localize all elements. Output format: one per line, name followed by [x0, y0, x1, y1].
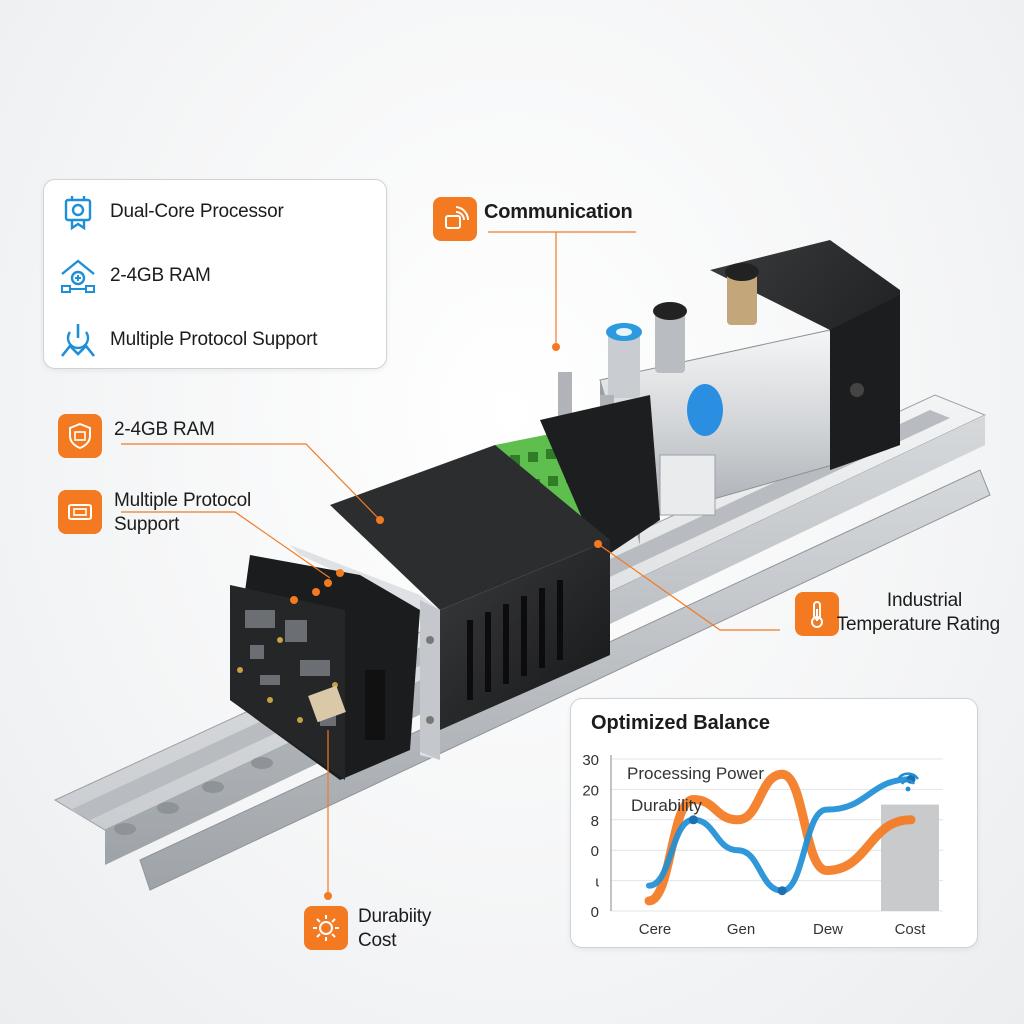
thermometer-icon [811, 601, 823, 628]
data-point [777, 886, 787, 896]
processor-icon [64, 196, 92, 231]
feature-item-processor: Dual-Core Processor [58, 192, 284, 232]
communication-label: Communication [484, 201, 633, 223]
legend-label: Processing Power [627, 764, 764, 783]
chart-title: Optimized Balance [591, 712, 770, 734]
temperature-label: Industrial Temperature Rating [822, 589, 1000, 637]
x-tick-label: Dew [813, 921, 843, 938]
durability-label: Durabiity Cost [358, 905, 431, 953]
y-tick-label: 20 [582, 782, 599, 799]
communication-badge [433, 197, 477, 241]
y-tick-label: 8 [591, 813, 599, 830]
feature-list-card: Dual-Core Processor 2-4GB RAM Multiple P… [43, 179, 387, 369]
optimized-balance-chart-card: Optimized Balance 30 20 8 0 ɩ 0 Processing Pow… [570, 698, 978, 948]
series-line-1 [646, 776, 914, 894]
ethernet-port-icon [68, 504, 92, 520]
legend-label: Durability [631, 796, 702, 815]
network-house-icon [61, 259, 95, 293]
feature-item-protocol: Multiple Protocol Support [58, 320, 317, 360]
durability-label-line1: Durabiity [358, 906, 432, 927]
x-tick-label: Cost [895, 921, 927, 938]
series-line-0 [644, 769, 916, 906]
y-tick-label: ɩ [596, 874, 600, 891]
ram-label: 2-4GB RAM [114, 419, 215, 440]
feature-item-ram: 2-4GB RAM [58, 256, 211, 296]
protocol-label-line1: Multiple Protocol [114, 490, 252, 511]
temperature-badge [795, 592, 839, 636]
sun-gear-icon [313, 915, 339, 941]
wireless-device-icon [445, 206, 470, 229]
durability-badge [304, 906, 348, 950]
feature-label: 2-4GB RAM [110, 265, 211, 286]
protocol-arrows-icon [60, 324, 96, 357]
feature-label: Dual-Core Processor [110, 201, 284, 222]
y-tick-label: 0 [591, 843, 599, 860]
x-tick-label: Cere [639, 921, 672, 938]
feature-label: Multiple Protocol Support [110, 329, 318, 350]
protocol-label: Multiple Protocol Support [114, 489, 251, 537]
y-tick-label: 30 [582, 752, 599, 769]
temperature-label-line1: Industrial [886, 590, 962, 611]
temperature-label-line2: Temperature Rating [836, 614, 1000, 635]
wifi-icon [897, 772, 919, 792]
ram-badge [58, 414, 102, 458]
durability-label-line2: Cost [358, 930, 397, 951]
data-point [688, 815, 698, 825]
x-tick-label: Gen [727, 921, 755, 938]
protocol-badge [58, 490, 102, 534]
shield-chip-icon [69, 422, 91, 450]
protocol-label-line2: Support [114, 514, 180, 535]
y-tick-label: 0 [591, 904, 599, 921]
